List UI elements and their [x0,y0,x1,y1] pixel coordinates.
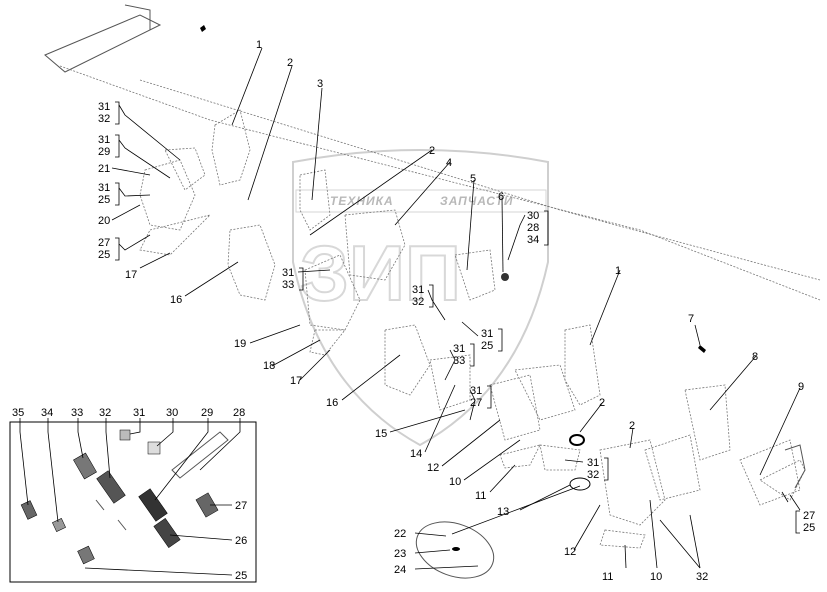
callout-14: 14 [410,448,422,460]
callout-labels: 1 2 3 31 32 31 29 21 31 25 20 27 25 17 1… [98,39,815,583]
callout-31: 31 [587,457,599,469]
callout-19: 19 [234,338,246,350]
callout-3: 3 [317,78,323,90]
callout-11: 11 [602,571,613,583]
callout-16: 16 [326,397,338,409]
callout-28: 28 [527,222,539,234]
callout-32: 32 [412,296,424,308]
callout-8: 8 [752,351,758,363]
callout-17: 17 [125,269,137,281]
callout-15: 15 [375,428,387,440]
callout-2: 2 [429,145,435,157]
legend-label-34: 34 [41,407,53,419]
callout-20: 20 [98,215,110,227]
legend-label-27: 27 [235,500,247,512]
callout-31: 31 [453,343,465,355]
legend-label-35: 35 [12,407,24,419]
callout-25: 25 [98,249,110,261]
callout-25: 25 [481,340,493,352]
legend-label-25: 25 [235,570,247,582]
callout-1: 1 [615,265,621,277]
legend-leaders [19,418,241,576]
callout-30: 30 [527,210,539,222]
callout-6: 6 [498,191,504,203]
callout-10: 10 [449,476,461,488]
callout-7: 7 [688,313,694,325]
callout-10: 10 [650,571,662,583]
callout-27: 27 [803,510,815,522]
callout-25: 25 [803,522,815,534]
legend-label-31: 31 [133,407,145,419]
legend-parts [20,429,229,565]
legend-box [9,421,257,583]
callout-31: 31 [481,328,493,340]
watermark-text-2: ЗАПЧАСТИ [440,194,513,208]
legend-label-32: 32 [99,407,111,419]
callout-27: 27 [470,397,482,409]
callout-34: 34 [527,234,539,246]
legend-label-33: 33 [71,407,83,419]
callout-2: 2 [287,57,293,69]
callout-33: 33 [453,355,465,367]
legend-label-28: 28 [233,407,245,419]
callout-23: 23 [394,548,406,560]
callout-2: 2 [629,420,635,432]
legend-labels: 35 34 33 32 31 30 29 28 27 26 25 [12,407,247,582]
legend-label-29: 29 [201,407,213,419]
callout-leaders [111,47,801,570]
callout-1: 1 [256,39,262,51]
callout-31: 31 [470,385,482,397]
callout-4: 4 [446,157,452,169]
callout-18: 18 [263,360,275,372]
callout-32: 32 [587,469,599,481]
small-fasteners [200,25,706,491]
callout-21: 21 [98,163,110,175]
callout-25: 25 [98,194,110,206]
callout-2: 2 [599,397,605,409]
callout-17: 17 [290,375,302,387]
cover-plate [415,521,495,579]
callout-31: 31 [98,182,110,194]
callout-12: 12 [564,546,576,558]
callout-16: 16 [170,294,182,306]
callout-31: 31 [98,134,110,146]
frame-beam-top [44,4,821,301]
callout-5: 5 [470,173,476,185]
callout-22: 22 [394,528,406,540]
legend-label-26: 26 [235,535,247,547]
callout-31: 31 [282,267,294,279]
callout-32: 32 [696,571,708,583]
callout-brackets [115,101,800,534]
callout-32: 32 [98,113,110,125]
callout-27: 27 [98,237,110,249]
callout-11: 11 [475,490,486,502]
watermark-big-text: ЗИП [300,229,461,317]
callout-31: 31 [412,284,424,296]
callout-29: 29 [98,146,110,158]
legend-label-30: 30 [166,407,178,419]
callout-9: 9 [798,381,804,393]
callout-13: 13 [497,506,509,518]
callout-24: 24 [394,564,406,576]
watermark-text-1: ТЕХНИКА [330,194,394,208]
callout-12: 12 [427,462,439,474]
callout-33: 33 [282,279,294,291]
watermark-logo: ТЕХНИКА ЗАПЧАСТИ ЗИП [292,149,549,447]
callout-31: 31 [98,101,110,113]
